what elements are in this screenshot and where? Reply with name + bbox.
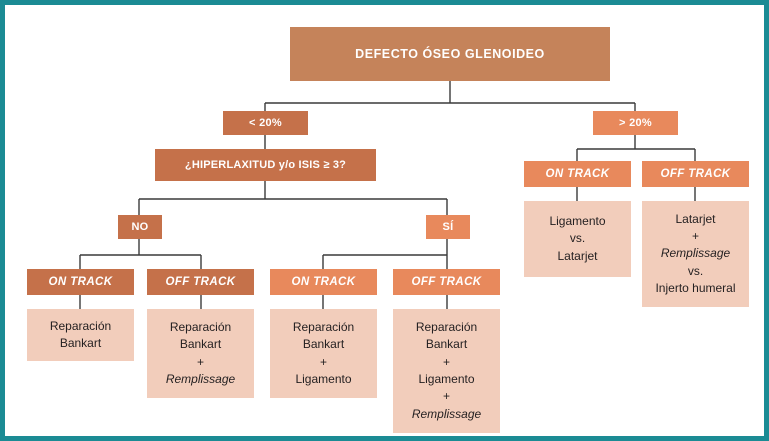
outcome-box-over20-on-track: Ligamento vs. Latarjet — [524, 201, 631, 277]
decision-node-hiperlaxitud-isis: ¿HIPERLAXITUD y/o ISIS ≥ 3? — [155, 149, 376, 181]
outcome-line: Bankart — [179, 337, 222, 352]
track-header-si-on-track: ON TRACK — [270, 269, 377, 295]
track-header-over20-off-track: OFF TRACK — [642, 161, 749, 187]
outcome-line: Injerto humeral — [655, 281, 736, 296]
outcome-line: Reparación — [292, 319, 355, 334]
track-header-no-on-track: ON TRACK — [27, 269, 134, 295]
outcome-line: + — [196, 354, 204, 369]
outcome-text: Ligamento vs. Latarjet — [530, 213, 625, 265]
outcome-line: Ligamento — [418, 372, 475, 386]
outcome-line: Latarjet — [675, 211, 716, 226]
outcome-line: vs. — [687, 263, 704, 278]
answer-chip-no: NO — [118, 215, 162, 239]
outcome-line: Bankart — [302, 337, 345, 352]
answer-chip-si: SÍ — [426, 215, 470, 239]
outcome-line: Ligamento — [549, 213, 606, 228]
outcome-line: Bankart — [59, 336, 102, 350]
root-node-defecto-oseo-glenoideo: DEFECTO ÓSEO GLENOIDEO — [290, 27, 610, 81]
outcome-line: Remplissage — [660, 246, 731, 261]
outcome-line: Bankart — [425, 337, 468, 352]
outcome-line: Reparación — [415, 319, 478, 334]
branch-chip-greater-than-20: > 20% — [593, 111, 678, 135]
outcome-line: + — [691, 228, 699, 243]
outcome-line: + — [319, 354, 327, 369]
outcome-line: Remplissage — [165, 371, 236, 386]
branch-chip-less-than-20: < 20% — [223, 111, 308, 135]
flowchart-canvas: DEFECTO ÓSEO GLENOIDEO < 20% ¿HIPERLAXIT… — [5, 5, 764, 436]
track-header-si-off-track: OFF TRACK — [393, 269, 500, 295]
outcome-line: Reparación — [49, 318, 112, 333]
outcome-line: vs. — [569, 231, 586, 246]
outcome-line: Remplissage — [411, 406, 482, 421]
outcome-text: Latarjet + Remplissage vs. Injerto humeral — [648, 211, 743, 298]
outcome-box-over20-off-track: Latarjet + Remplissage vs. Injerto humeral — [642, 201, 749, 307]
outcome-line: + — [442, 354, 450, 369]
outcome-line: Latarjet — [557, 248, 598, 263]
outcome-line: Reparación — [169, 319, 232, 334]
outcome-line: + — [442, 389, 450, 404]
track-header-no-off-track: OFF TRACK — [147, 269, 254, 295]
outcome-line: Ligamento — [295, 371, 352, 386]
track-header-over20-on-track: ON TRACK — [524, 161, 631, 187]
